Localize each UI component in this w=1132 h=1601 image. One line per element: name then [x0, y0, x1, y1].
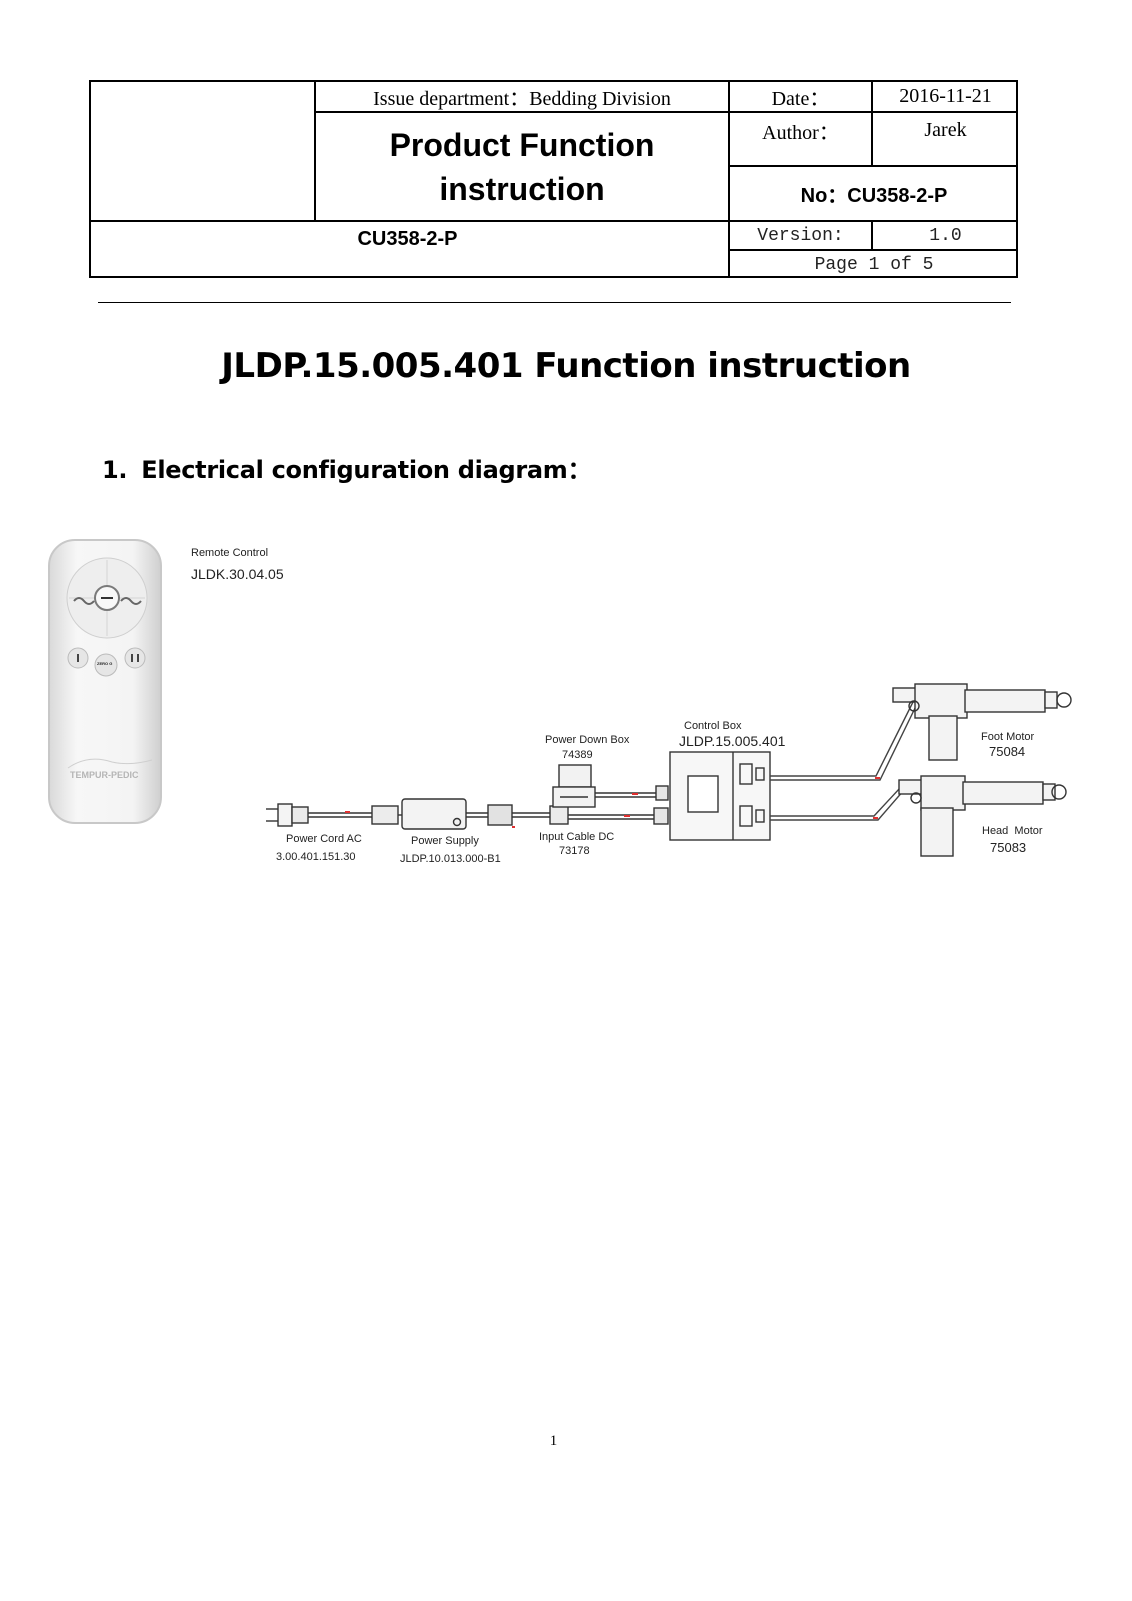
remote-control-name: Remote Control	[191, 547, 269, 559]
header-divider	[871, 80, 873, 166]
document-type-line-2: instruction	[439, 170, 605, 207]
diagram-drawing	[48, 539, 1072, 857]
author-label: Author：	[762, 121, 839, 144]
header-divider	[314, 111, 1018, 113]
document-number: No：CU358-2-P	[800, 185, 948, 207]
version-label: Version:	[757, 225, 844, 246]
power-cord-image	[266, 803, 399, 827]
header-divider	[728, 165, 1018, 167]
head-motor-name: Head Motor	[982, 825, 1043, 837]
power-supply-name: Power Supply	[411, 835, 479, 847]
input-cable-name: Input Cable DC	[539, 831, 615, 843]
section-heading: 1. Electrical configuration diagram：	[102, 450, 605, 485]
head-motor-image	[898, 775, 1067, 857]
control-box-name: Control Box	[684, 720, 742, 732]
control-box-image	[669, 751, 771, 841]
remote-control-image	[48, 539, 162, 824]
power-down-box-image	[552, 764, 669, 808]
version-value: 1.0	[929, 225, 962, 246]
section-number: 1.	[102, 456, 128, 484]
header-divider	[871, 222, 873, 250]
header-divider	[314, 80, 316, 222]
page-info: Page 1 of 5	[814, 254, 934, 275]
foot-motor-image	[892, 683, 1072, 761]
header-divider	[728, 80, 730, 278]
input-cable-code: 73178	[559, 845, 590, 857]
header-rule	[98, 302, 1011, 303]
power-down-box-code: 74389	[562, 749, 593, 761]
foot-motor-code: 75084	[989, 744, 1026, 759]
control-box-code: JLDP.15.005.401	[679, 733, 786, 749]
document-header-table	[89, 80, 1018, 278]
section-heading-text: Electrical configuration diagram：	[141, 456, 592, 484]
page-title: JLDP.15.005.401 Function instruction	[221, 346, 911, 386]
head-motor-code: 75083	[990, 840, 1027, 855]
power-cord-code: 3.00.401.151.30	[276, 851, 356, 863]
power-down-box-name: Power Down Box	[545, 734, 630, 746]
issue-department: Issue department：Bedding Division	[373, 88, 671, 110]
power-supply-image	[398, 798, 669, 830]
foot-motor-name: Foot Motor	[981, 731, 1035, 743]
header-divider	[89, 220, 1018, 222]
header-divider	[728, 249, 1018, 251]
page-number: 1	[549, 1433, 558, 1449]
remote-button-zero-g-text: ZERO G	[97, 661, 113, 666]
document-type: Product Function instruction	[316, 113, 728, 220]
power-supply-code: JLDP.10.013.000-B1	[400, 853, 501, 865]
document-type-line-1: Product Function	[389, 126, 655, 163]
remote-control-code: JLDK.30.04.05	[191, 566, 284, 582]
product-code: CU358-2-P	[357, 227, 458, 250]
power-cord-name: Power Cord AC	[286, 833, 362, 845]
author-value: Jarek	[924, 118, 967, 141]
date-label: Date：	[771, 88, 830, 110]
remote-brand-logo: TEMPUR-PEDIC	[70, 770, 139, 780]
electrical-configuration-diagram: ZERO G TEMPUR-PEDIC Remote Control JLDK.…	[0, 520, 1132, 900]
date-value: 2016-11-21	[899, 85, 992, 107]
